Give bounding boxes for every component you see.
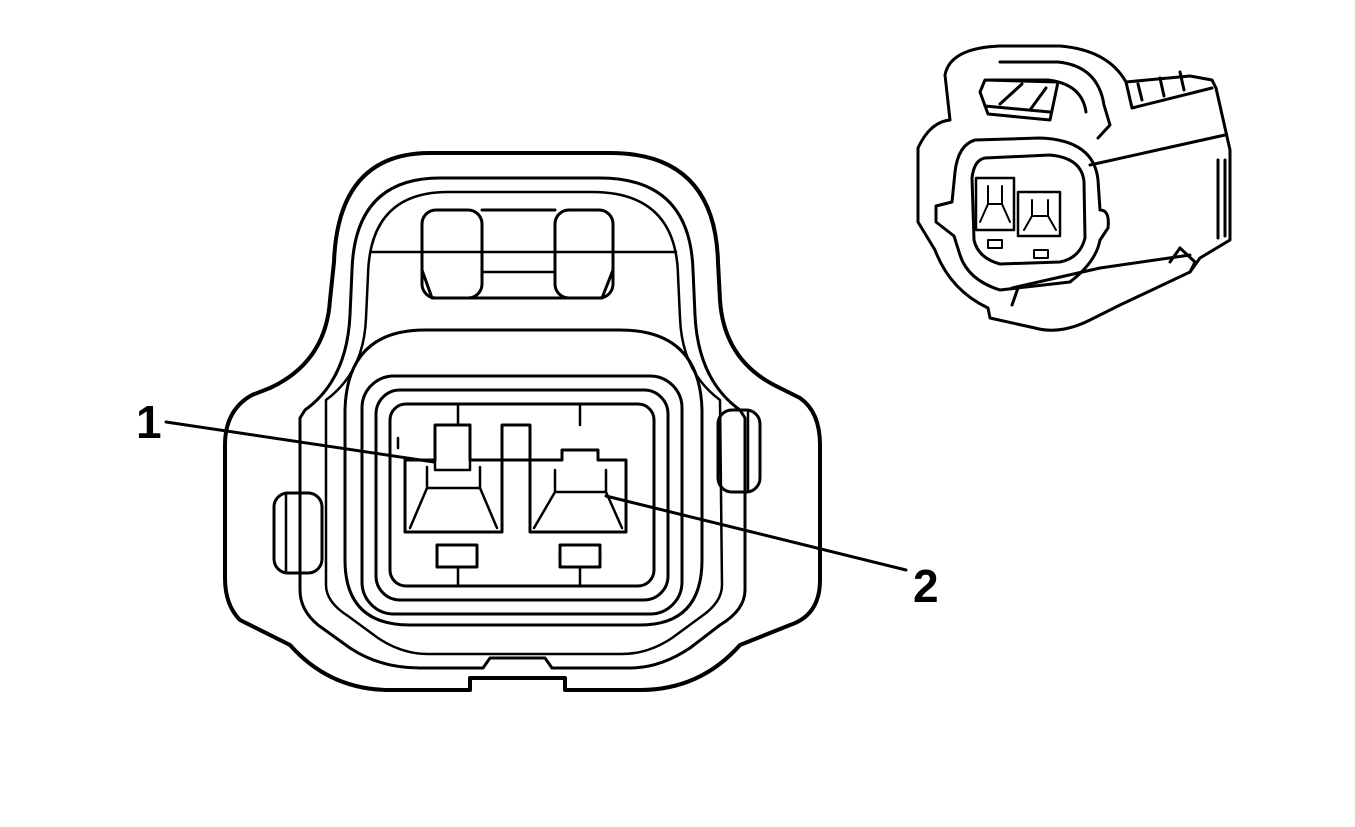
iso-terminal-1: [974, 176, 1016, 232]
socket-frame-middle: [374, 388, 670, 602]
iso-socket-opening: [934, 136, 1110, 292]
connector-front-view: [223, 151, 822, 692]
callout-label-1: 1: [136, 396, 162, 448]
side-latch-left: [272, 491, 324, 575]
socket-frame-inner: [388, 402, 656, 588]
socket-frame-outer: [360, 374, 684, 616]
leader-line-1: [164, 420, 436, 464]
housing-inner-ring-2: [324, 190, 724, 656]
housing-inner-ring-1: [298, 176, 747, 670]
socket-surround: [343, 328, 704, 627]
iso-housing-outline: [916, 44, 1232, 332]
iso-terminal-2: [1016, 190, 1062, 238]
connector-isometric-view: [916, 44, 1232, 332]
leader-line-2: [604, 494, 908, 572]
side-latch-right: [716, 408, 762, 494]
locking-tab: [370, 208, 678, 300]
terminal-cavity-1: [403, 423, 504, 569]
callout-label-2: 2: [913, 560, 939, 612]
housing-outer-outline: [223, 151, 822, 692]
terminal-cavity-2: [528, 448, 628, 569]
